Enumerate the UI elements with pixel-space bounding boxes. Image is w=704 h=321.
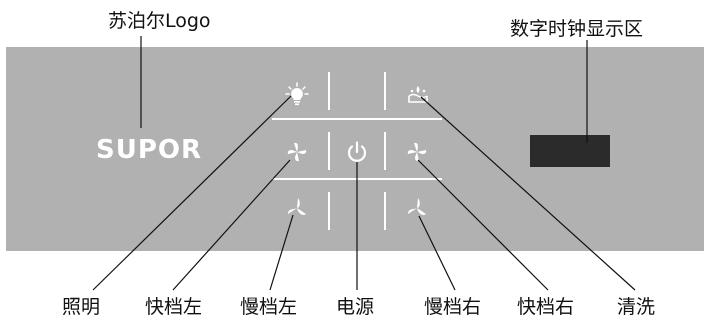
slow-right-button[interactable] [403, 194, 431, 222]
label-slow-left: 慢档左 [240, 296, 298, 318]
fan-fast-icon [407, 142, 427, 162]
label-light: 照明 [62, 296, 101, 318]
divider-vertical-right-bottom [384, 192, 386, 230]
label-fast-right: 快档右 [517, 296, 575, 318]
light-bulb-icon [285, 82, 309, 106]
clock-callout-label: 数字时钟显示区 [510, 18, 644, 40]
slow-left-button[interactable] [283, 194, 311, 222]
cleaning-icon [408, 86, 428, 103]
supor-logo: SUPOR [96, 135, 203, 165]
fast-right-button[interactable] [403, 138, 431, 166]
divider-horizontal-top [272, 118, 442, 120]
divider-vertical-left [328, 72, 330, 110]
leader-fast-right [417, 159, 549, 291]
logo-callout-label: 苏泊尔Logo [108, 10, 211, 32]
divider-vertical-left-mid [328, 132, 330, 170]
leader-slow-right [418, 215, 456, 291]
light-button[interactable] [283, 80, 311, 108]
divider-vertical-right-mid [384, 132, 386, 170]
leader-light [92, 95, 292, 291]
divider-vertical-right [384, 72, 386, 110]
label-fast-left: 快档左 [145, 296, 203, 318]
fan-slow-icon [288, 198, 306, 215]
power-button[interactable] [343, 138, 371, 166]
fast-left-button[interactable] [283, 138, 311, 166]
digital-clock-display [530, 135, 610, 167]
power-icon [347, 141, 367, 162]
leader-clean [420, 96, 636, 291]
leader-fast-left [172, 159, 291, 291]
fan-fast-icon [287, 142, 307, 162]
fan-slow-icon [408, 198, 426, 215]
divider-vertical-left-bottom [328, 192, 330, 230]
label-power: 电源 [336, 296, 375, 318]
clean-button[interactable] [404, 80, 432, 108]
label-slow-right: 慢档右 [424, 296, 482, 318]
label-clean: 清洗 [617, 296, 656, 318]
leader-slow-left [269, 214, 294, 291]
